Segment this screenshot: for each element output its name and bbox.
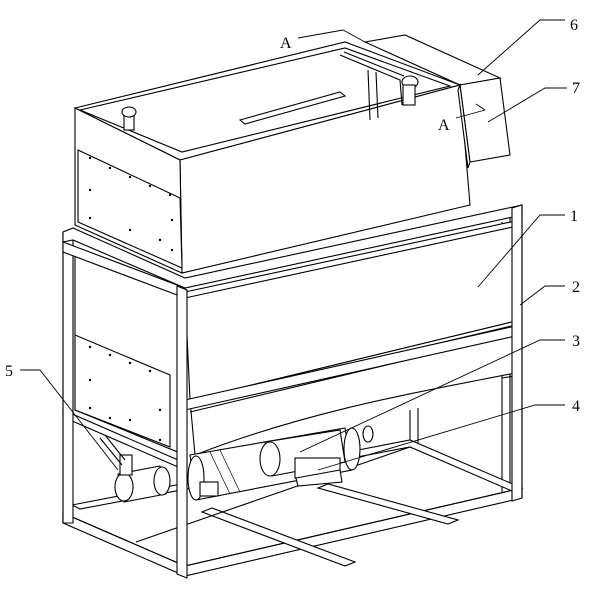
leader-7 xyxy=(487,87,567,123)
leader-2 xyxy=(519,285,565,306)
label-2: 2 xyxy=(572,279,580,296)
rivets-upper xyxy=(88,156,174,252)
leader-1 xyxy=(477,214,565,288)
left-front-post xyxy=(62,227,74,524)
right-front-post xyxy=(511,204,523,502)
pump-assembly xyxy=(99,434,219,503)
motor xyxy=(259,425,374,487)
base-frame xyxy=(62,409,524,577)
leader-3 xyxy=(299,339,565,453)
section-mark-a: A A xyxy=(280,29,486,134)
label-5: 5 xyxy=(5,363,13,380)
leader-lines xyxy=(20,19,567,471)
rivets-lower xyxy=(88,345,162,442)
callout-labels: 6 7 1 2 3 4 5 xyxy=(5,17,580,415)
leader-4 xyxy=(317,404,565,471)
label-1: 1 xyxy=(570,208,578,225)
label-7: 7 xyxy=(572,80,580,97)
center-front-post xyxy=(176,285,188,579)
leader-5 xyxy=(20,369,119,471)
side-box xyxy=(363,34,511,169)
label-3: 3 xyxy=(572,333,580,350)
label-6: 6 xyxy=(570,17,578,34)
label-4: 4 xyxy=(572,398,580,415)
hopper-body xyxy=(74,219,521,456)
section-letter-top: A xyxy=(280,35,292,52)
upper-tank xyxy=(73,41,471,274)
section-letter-side: A xyxy=(438,117,450,134)
leader-6 xyxy=(477,19,565,76)
